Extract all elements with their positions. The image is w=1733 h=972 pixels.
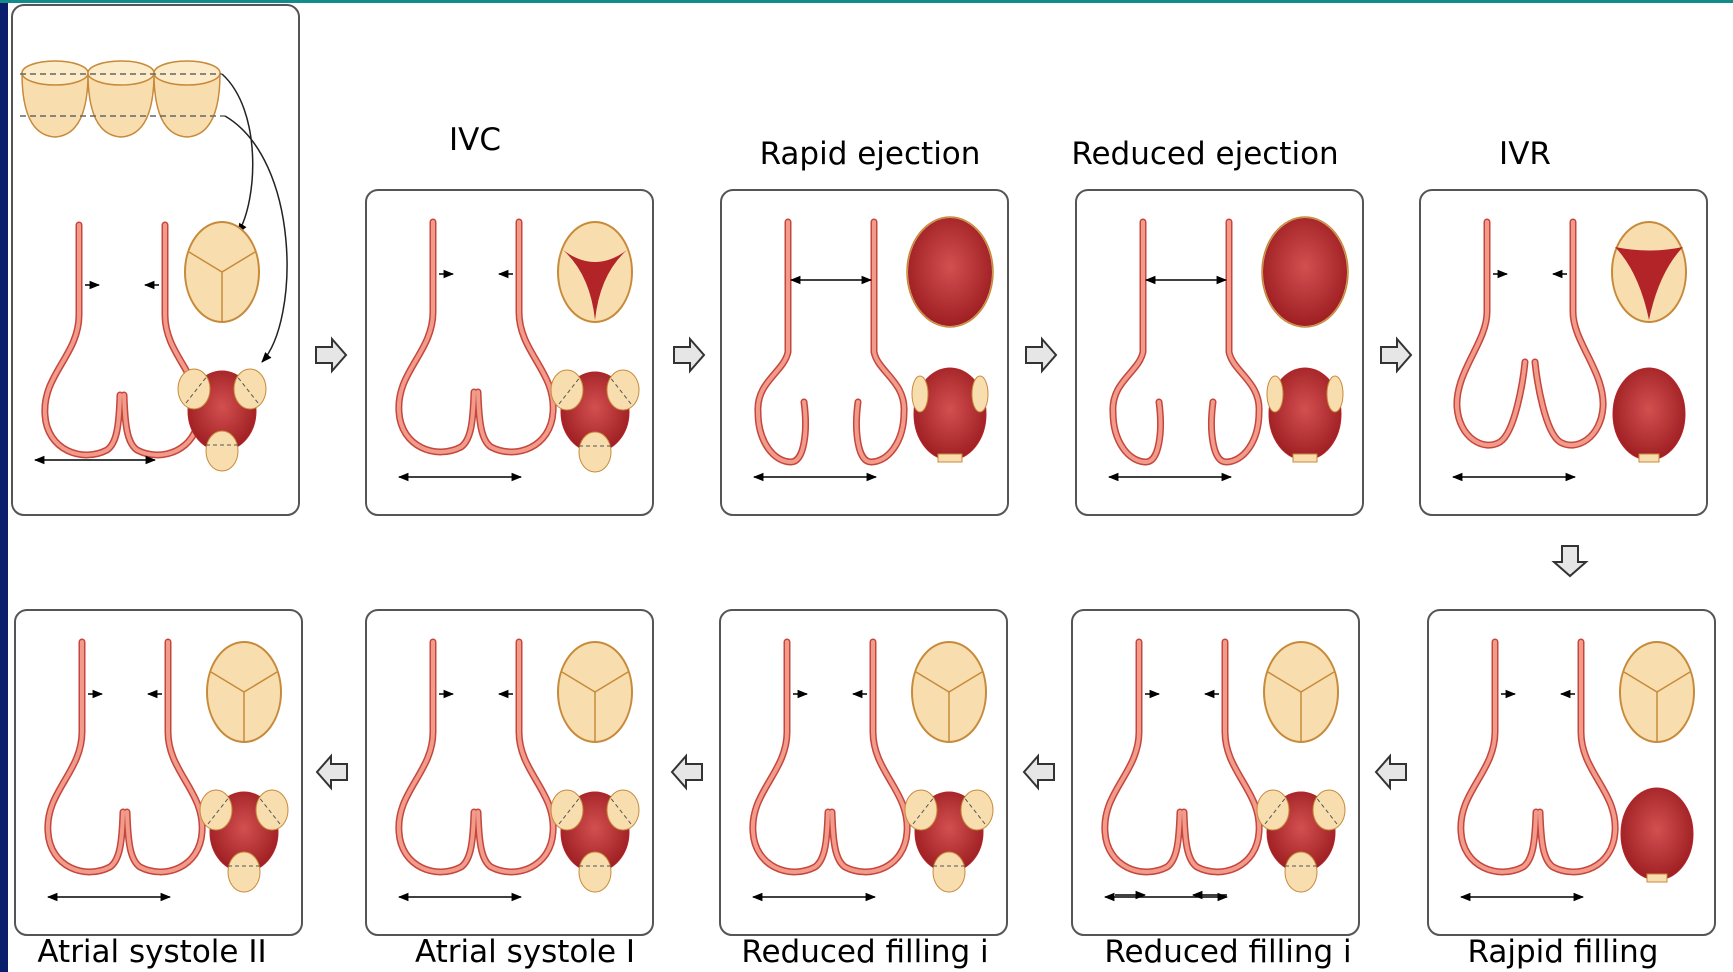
panel-ivr (1420, 190, 1707, 515)
transition-arrow-5 (1554, 546, 1586, 576)
transition-arrow-8 (672, 756, 702, 788)
auricle (1647, 874, 1667, 882)
transition-arrow-2 (674, 339, 704, 371)
panel-atrial-systole-ii (15, 610, 302, 935)
atrial-lobe (551, 370, 583, 410)
atrial-lobe (178, 369, 210, 409)
chamber-bulb (1613, 368, 1685, 460)
atrial-lobe (961, 790, 993, 830)
label-ivc: IVC (449, 122, 501, 158)
block-arrow (672, 756, 702, 788)
atrial-lobe (1313, 790, 1345, 830)
block-arrow (1554, 546, 1586, 576)
panel-reduced-filling-left (720, 610, 1007, 935)
atrial-lobe (551, 790, 583, 830)
block-arrow (674, 339, 704, 371)
atrial-lobe (933, 852, 965, 892)
block-arrow (1024, 756, 1054, 788)
auricle (938, 454, 962, 462)
atrial-lobe (905, 790, 937, 830)
label-atrial-systole-ii: Atrial systole II (37, 934, 266, 970)
panel-reduced-ejection (1076, 190, 1363, 515)
panel-rapid-ejection (721, 190, 1008, 515)
panel-reduced-filling-right (1072, 610, 1359, 935)
label-reduced-ejection: Reduced ejection (1071, 136, 1338, 172)
auricle (1293, 454, 1317, 462)
auricle (972, 376, 988, 412)
atrial-lobe (607, 370, 639, 410)
block-arrow (1026, 339, 1056, 371)
valve-open (1263, 218, 1347, 326)
panel-atrial-systole-i (366, 610, 653, 935)
panel-ivc (366, 190, 653, 515)
atrial-lobe (228, 852, 260, 892)
transition-arrow-9 (317, 756, 347, 788)
auricle (1639, 454, 1659, 462)
label-reduced-filling-left: Reduced filling i (741, 934, 988, 970)
block-arrow (317, 756, 347, 788)
transition-arrow-7 (1024, 756, 1054, 788)
label-rapid-filling: Rajpid filling (1468, 934, 1659, 970)
atrial-lobe (1257, 790, 1289, 830)
atrial-lobe (579, 432, 611, 472)
label-atrial-systole-i: Atrial systole I (415, 934, 635, 970)
block-arrow (1376, 756, 1406, 788)
atrial-lobe (579, 852, 611, 892)
transition-arrow-3 (1026, 339, 1056, 371)
transition-arrow-6 (1376, 756, 1406, 788)
atrial-lobe (1285, 852, 1317, 892)
atrial-lobe (200, 790, 232, 830)
block-arrow (1381, 339, 1411, 371)
block-arrow (316, 339, 346, 371)
label-rapid-ejection: Rapid ejection (760, 136, 981, 172)
cusp-cross-section-icon (20, 61, 225, 137)
label-reduced-filling-right: Reduced filling i (1104, 934, 1351, 970)
transition-arrow-4 (1381, 339, 1411, 371)
transition-arrow-1 (316, 339, 346, 371)
atrial-lobe (256, 790, 288, 830)
auricle (1267, 376, 1283, 412)
atrial-lobe (234, 369, 266, 409)
chamber-bulb (1621, 788, 1693, 880)
atrial-lobe (607, 790, 639, 830)
auricle (912, 376, 928, 412)
atrial-lobe (206, 431, 238, 471)
label-ivr: IVR (1499, 136, 1551, 172)
panel-rapid-filling (1428, 610, 1715, 935)
auricle (1327, 376, 1343, 412)
valve-open (908, 218, 992, 326)
